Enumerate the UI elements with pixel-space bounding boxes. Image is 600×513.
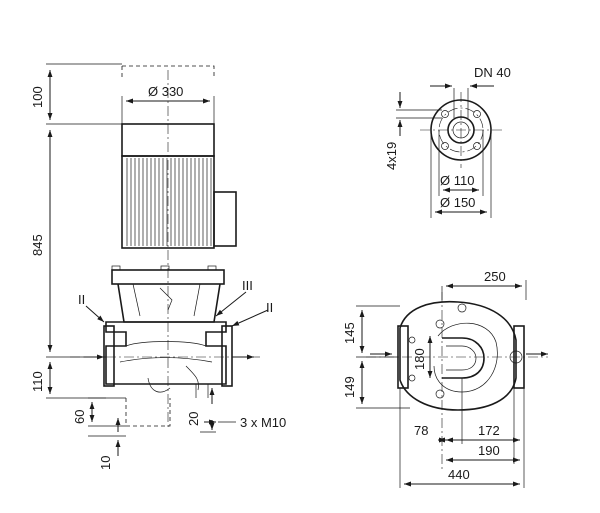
- base-feet: [125, 384, 209, 427]
- top-view-bolts: [408, 303, 523, 399]
- dim-base-10: 10: [98, 456, 113, 470]
- dim-172: 172: [478, 423, 500, 438]
- flange-outer-label: Ø 150: [440, 195, 475, 210]
- dimension-lines-vertical: [46, 63, 216, 456]
- dim-149: 149: [342, 376, 357, 398]
- dim-lower-height: 110: [30, 371, 45, 392]
- dim-180: 180: [412, 348, 427, 370]
- bolt-holes: [441, 110, 481, 150]
- inlet-flange: [103, 325, 115, 387]
- dim-190: 190: [478, 443, 500, 458]
- flange-view: DN 40 4x19 Ø 110 Ø 150: [384, 65, 511, 218]
- bolt-holes-label: 4x19: [384, 142, 399, 170]
- view-label-left: II: [78, 292, 85, 307]
- view-label-center: III: [242, 278, 253, 293]
- outlet-flange: [221, 325, 233, 387]
- dim-78: 78: [414, 423, 428, 438]
- motor-finned-body: [121, 155, 215, 249]
- dim-440: 440: [448, 467, 470, 482]
- bolt-spec: 3 x M10: [240, 415, 286, 430]
- nominal-diameter: DN 40: [474, 65, 511, 80]
- dim-250: 250: [484, 269, 506, 284]
- pump-housing: [105, 321, 227, 393]
- front-view: 100 Ø 330 845 110 60 10 20 3 x M10 II II…: [30, 63, 286, 470]
- dim-total-height: 845: [30, 234, 45, 256]
- dim-base-60: 60: [72, 410, 87, 424]
- bolt-circle-label: Ø 110: [440, 173, 474, 188]
- motor-clearance-outline: [121, 65, 215, 78]
- dim-base-20: 20: [186, 412, 201, 426]
- view-label-right: II: [266, 300, 273, 315]
- dim-motor-clearance: 100: [30, 86, 45, 108]
- pump-volute-outline: [399, 300, 517, 411]
- terminal-box: [213, 191, 237, 247]
- dim-145: 145: [342, 322, 357, 344]
- dim-motor-diameter: Ø 330: [148, 84, 183, 99]
- top-view: 250 145 149 180 78 172 190 440: [342, 269, 548, 488]
